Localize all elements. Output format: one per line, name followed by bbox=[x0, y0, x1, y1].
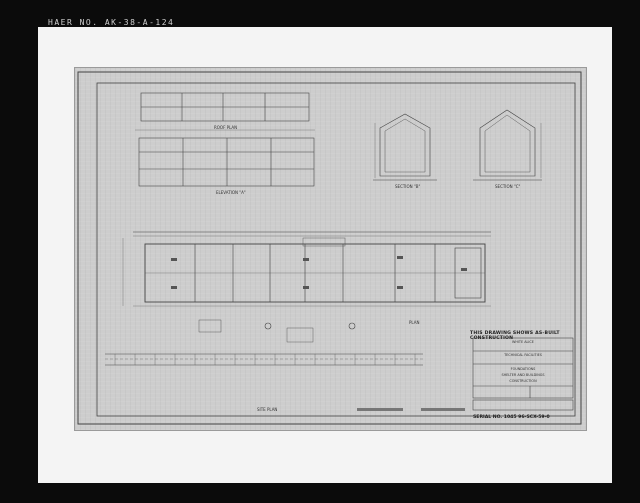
site-plan-view bbox=[105, 353, 423, 366]
as-built-note: THIS DRAWING SHOWS AS-BUILT CONSTRUCTION bbox=[470, 331, 560, 341]
site-plan-title: SITE PLAN bbox=[257, 407, 278, 412]
elevation-title: ELEVATION "A" bbox=[216, 190, 246, 195]
elevation-view bbox=[138, 137, 315, 187]
title-block-line4: SHELTER AND BUILDINGS bbox=[501, 373, 545, 377]
title-block-line5: CONSTRUCTION bbox=[509, 379, 537, 383]
title-block-line2: TECHNICAL FACILITIES bbox=[504, 353, 542, 357]
survey-id: HAER NO. AK-38-A-124 bbox=[48, 18, 175, 27]
section-b-title: SECTION "B" bbox=[395, 184, 421, 189]
foundation-plan-view bbox=[122, 231, 491, 343]
title-block-line1: WHITE ALICE bbox=[512, 340, 534, 344]
drawing-sheet: ROOF PLAN ELEVATION "A" SECTION "B" SECT… bbox=[75, 68, 586, 430]
section-c-title: SECTION "C" bbox=[495, 184, 521, 189]
serial-number: SERIAL NO. 1045 96-SCX-59-0 bbox=[473, 415, 550, 420]
roof-plan-view bbox=[135, 92, 315, 131]
section-c-view bbox=[473, 109, 542, 181]
title-block-frame bbox=[472, 337, 574, 411]
section-b-view bbox=[373, 113, 437, 181]
roof-plan-title: ROOF PLAN bbox=[214, 125, 238, 130]
plan-title: PLAN bbox=[409, 320, 420, 325]
drawing-linework bbox=[77, 71, 582, 425]
title-block-line3: FOUNDATIONS bbox=[510, 367, 536, 371]
